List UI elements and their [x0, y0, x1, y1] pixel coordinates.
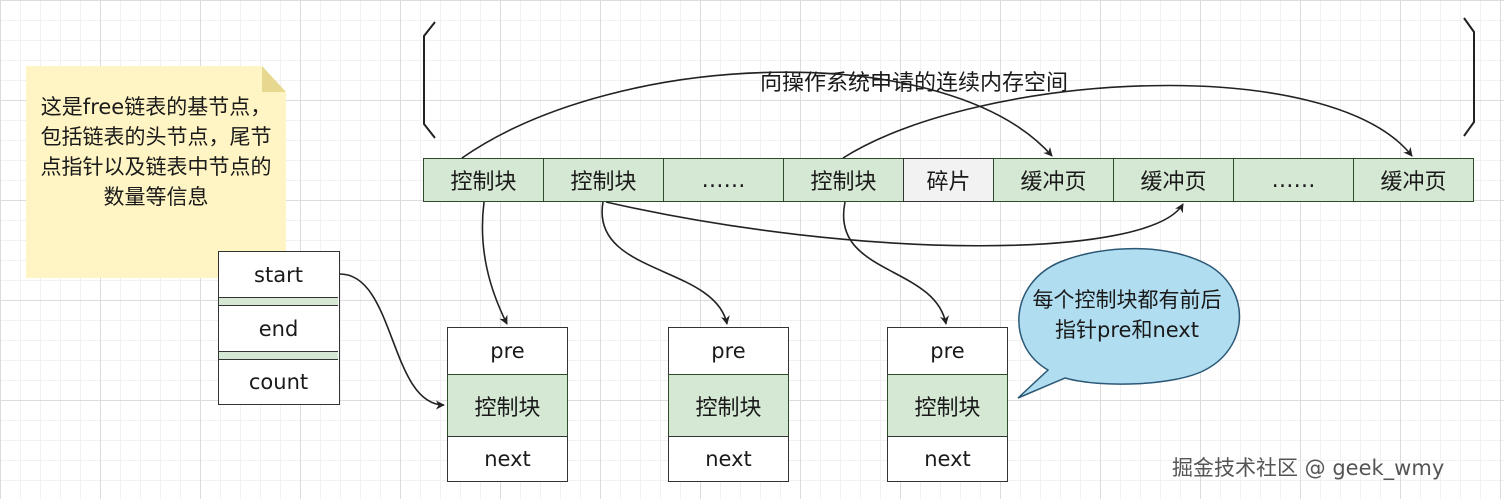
base-node-start: start	[219, 252, 338, 298]
memory-bracket-right	[1463, 17, 1475, 137]
note-text: 这是free链表的基节点，包括链表的头节点，尾节点指针以及链表中节点的数量等信息	[40, 95, 272, 209]
memory-bracket	[423, 21, 436, 139]
memory-cell-fragment: 碎片	[903, 158, 994, 202]
memory-cell-control-block-1: 控制块	[423, 158, 544, 202]
arrow-cb3-to-buffer-page-3	[842, 84, 1413, 159]
base-node-count: count	[248, 369, 309, 394]
arrow-cb2-to-buffer-page-2	[605, 201, 1184, 247]
memory-cell-buffer-page-3: 缓冲页	[1353, 158, 1474, 202]
memory-cell-control-block-3: 控制块	[783, 158, 904, 202]
memory-cell-buffer-page-1: 缓冲页	[993, 158, 1114, 202]
base-node: start end count	[218, 251, 340, 405]
callout-text: 每个控制块都有前后指针pre和next	[1032, 288, 1222, 342]
node-3-pre: pre	[887, 327, 1008, 375]
arrow-cb1-to-buffer-page-1	[461, 71, 1053, 159]
base-node-end: end	[219, 306, 338, 352]
arrow-cb2-to-node-2	[601, 201, 730, 325]
memory-cell-control-block-2: 控制块	[543, 158, 664, 202]
memory-cell-ellipsis-2: ……	[1233, 158, 1354, 202]
node-2-next: next	[668, 436, 789, 482]
memory-region-label: 向操作系统申请的连续内存空间	[760, 71, 1069, 96]
node-2-body: 控制块	[668, 374, 789, 437]
base-node-divider-1	[219, 298, 338, 306]
arrow-cb1-to-node-1	[481, 201, 508, 325]
arrow-cb3-to-node-3	[842, 201, 949, 325]
watermark: 掘金技术社区 @ geek_wmy	[1172, 456, 1445, 480]
base-node-divider-2	[219, 352, 338, 360]
arrow-start-to-node-1	[339, 273, 445, 410]
node-3-next: next	[887, 436, 1008, 482]
node-1-next: next	[447, 436, 568, 482]
memory-cell-buffer-page-2: 缓冲页	[1113, 158, 1234, 202]
